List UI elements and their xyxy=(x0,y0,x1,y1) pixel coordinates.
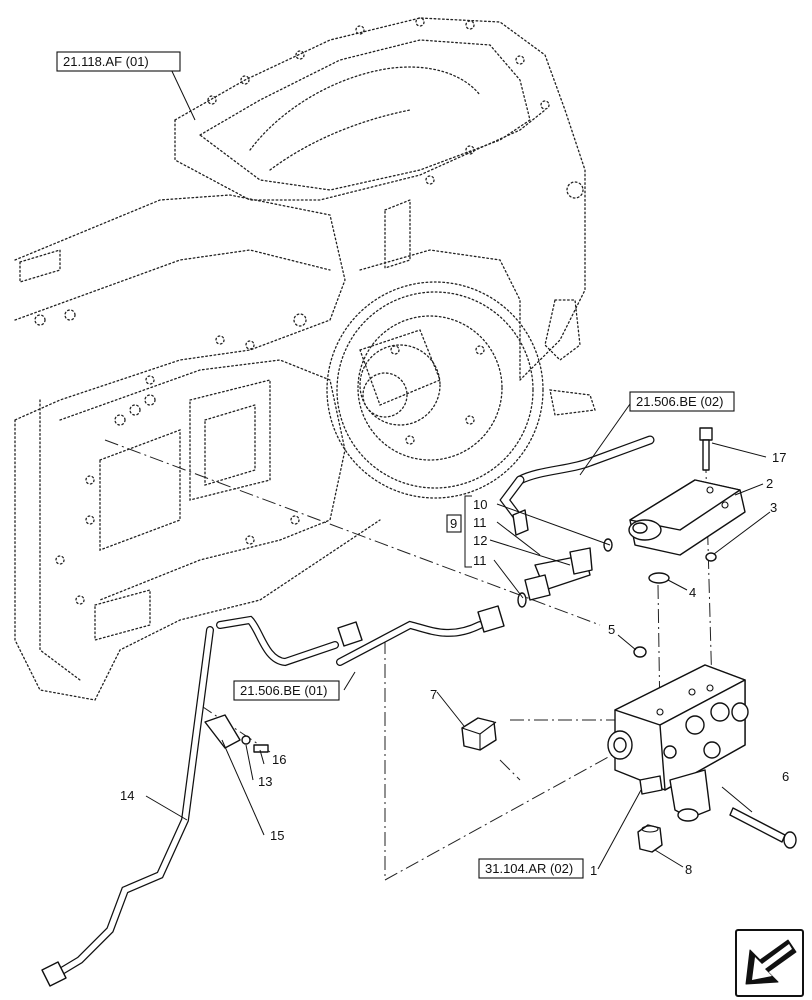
clip-bracket xyxy=(204,714,269,753)
pipes xyxy=(41,435,655,987)
centre-lines xyxy=(104,434,713,881)
callout-16: 16 xyxy=(272,752,286,767)
transmission-housing xyxy=(14,17,596,701)
ref-box-pipe-upper[interactable]: 21.506.BE (02) xyxy=(629,391,735,412)
ref-label-pipe-lower: 21.506.BE (01) xyxy=(240,683,327,698)
callout-6: 6 xyxy=(782,769,789,784)
ref-label-pipe-upper: 21.506.BE (02) xyxy=(636,394,723,409)
bolt-17 xyxy=(699,427,713,471)
nut-8 xyxy=(637,824,663,853)
callout-15: 15 xyxy=(270,828,284,843)
leader-lines xyxy=(145,66,771,870)
nut-7 xyxy=(461,717,497,751)
callout-14: 14 xyxy=(120,788,134,803)
callout-3: 3 xyxy=(770,500,777,515)
tee-fitting-assembly xyxy=(512,509,613,608)
ref-box-valve-block[interactable]: 31.104.AR (02) xyxy=(478,858,584,879)
group-9-bracket xyxy=(464,495,472,568)
callout-2: 2 xyxy=(766,476,773,491)
callouts: 1 2 3 4 5 6 7 8 10 11 12 11 13 14 15 16 … xyxy=(120,450,789,878)
callout-11-lower: 11 xyxy=(473,553,487,568)
ref-box-group-9[interactable]: 9 xyxy=(446,514,462,533)
callout-7: 7 xyxy=(430,687,437,702)
callout-8: 8 xyxy=(685,862,692,877)
arrow-left-down-icon[interactable] xyxy=(735,929,804,997)
ref-box-transmission-housing[interactable]: 21.118.AF (01) xyxy=(56,51,181,72)
ref-box-pipe-lower[interactable]: 21.506.BE (01) xyxy=(233,680,340,701)
callout-13: 13 xyxy=(258,774,272,789)
callout-10: 10 xyxy=(473,497,487,512)
bolt-6 xyxy=(729,807,797,849)
ref-label-valve-block: 31.104.AR (02) xyxy=(485,861,573,876)
valve-block xyxy=(607,664,749,822)
valve-cover xyxy=(628,479,746,556)
ref-label-transmission-housing: 21.118.AF (01) xyxy=(63,54,149,69)
callout-17: 17 xyxy=(772,450,786,465)
callout-5: 5 xyxy=(608,622,615,637)
callout-9: 9 xyxy=(450,516,457,531)
callout-1: 1 xyxy=(590,863,597,878)
callout-4: 4 xyxy=(689,585,696,600)
o-rings xyxy=(633,552,717,658)
callout-11-upper: 11 xyxy=(473,515,487,530)
callout-12: 12 xyxy=(473,533,487,548)
